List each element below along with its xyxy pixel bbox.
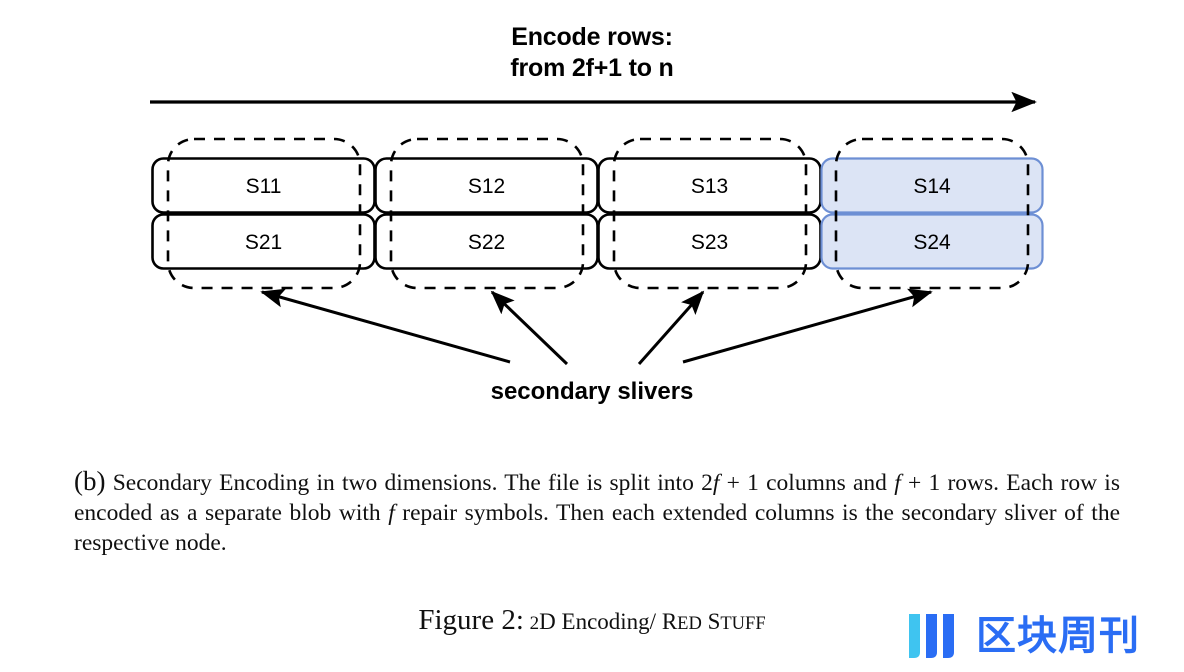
grid-cell-s22 — [374, 213, 599, 270]
grid-cell-s12 — [374, 157, 599, 214]
figure-heading: Encode rows: from 2f+1 to n — [0, 22, 1184, 84]
caption-expr2-suffix: + 1 — [900, 470, 941, 496]
logo-wordmark: 区块周刊 — [976, 613, 1140, 659]
caption-part-1: Secondary Encoding in two dimensions. Th… — [105, 470, 702, 496]
secondary-slivers-label: secondary slivers — [490, 378, 694, 405]
figure-d-letter: D — [539, 609, 556, 634]
grid-cell-s23 — [597, 213, 822, 270]
sliver-arrow-1 — [260, 288, 511, 364]
sliver-outline-col-1 — [166, 137, 362, 290]
figure-smallcaps-red: RED — [661, 609, 702, 634]
sliver-arrow-2 — [490, 290, 569, 366]
grid-cell-s11 — [151, 157, 376, 214]
caption-paragraph: (b) Secondary Encoding in two dimensions… — [74, 466, 1120, 558]
caption-part-4: repair symbols. Then each extended colum… — [74, 500, 1120, 556]
caption-expr2-variable: f — [894, 470, 901, 496]
caption-lead: (b) — [74, 466, 106, 496]
figure-caption: Figure 2: 2D Encoding/ RED STUFF — [0, 604, 1184, 637]
sliver-arrow-3 — [637, 290, 705, 365]
grid-cell-s24 — [820, 213, 1044, 270]
sliver-outline-col-4 — [834, 137, 1030, 290]
sliver-arrow-4 — [682, 288, 933, 364]
caption-part-3: rows. Each row is encoded as a separate … — [74, 470, 1120, 526]
sliver-outline-col-2 — [389, 137, 585, 290]
caption-expr1-coefficient: 2 — [701, 470, 713, 496]
heading-line-2: from 2f+1 to n — [510, 54, 674, 82]
caption-expr1-suffix: + 1 — [719, 470, 759, 496]
caption-expr1-variable: f — [712, 470, 720, 496]
caption-expr3-variable: f — [388, 500, 395, 526]
encoding-diagram — [150, 91, 1044, 366]
logo-bracket-icon — [909, 614, 954, 658]
heading-line-1: Encode rows: — [511, 23, 673, 51]
figure-number: Figure 2: — [418, 604, 524, 636]
figure-d-number: 2 — [529, 613, 540, 634]
figure-word-encoding: Encoding/ — [555, 609, 662, 634]
caption-part-2: columns and — [758, 470, 895, 496]
grid-cell-s21 — [151, 213, 376, 270]
figure-smallcaps-stuff: STUFF — [707, 609, 766, 634]
grid-cell-s13 — [597, 157, 822, 214]
watermark-logo: 区块周刊 — [905, 608, 1173, 664]
grid-cell-s14 — [820, 157, 1044, 214]
sliver-outline-col-3 — [612, 137, 808, 290]
